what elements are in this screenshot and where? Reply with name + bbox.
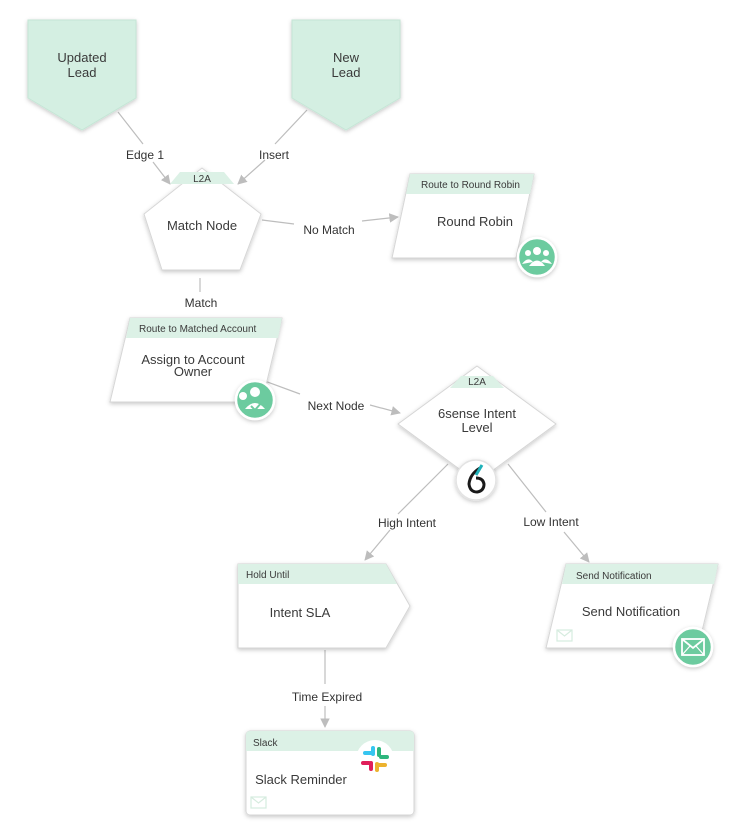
node-title: Round Robin (437, 214, 513, 229)
node-title: Slack Reminder (255, 772, 347, 787)
slack-logo-icon (356, 740, 394, 778)
node-header-bg (126, 318, 282, 338)
edge-label-insert: Insert (259, 148, 290, 162)
node-header-bg (562, 564, 718, 584)
node-title: Send Notification (582, 604, 680, 619)
account-owner-icon (234, 379, 276, 421)
node-title: Match Node (167, 218, 237, 233)
node-header-bg (450, 376, 504, 388)
trigger-title-line2: Lead (68, 65, 97, 80)
node-title-line2: Level (461, 420, 492, 435)
node-header: Route to Matched Account (139, 324, 257, 335)
edge-low-intent-a[interactable] (507, 463, 547, 513)
node-title: Intent SLA (270, 605, 331, 620)
node-header: Send Notification (576, 571, 652, 582)
node-send-notification[interactable]: Send Notification Send Notification (545, 563, 719, 668)
node-hold-until[interactable]: Hold Until Intent SLA (237, 563, 411, 649)
node-round-robin[interactable]: Route to Round Robin Round Robin (391, 173, 558, 278)
node-header-bg (170, 172, 234, 184)
trigger-shape (27, 19, 137, 131)
node-slack[interactable]: Slack Slack Reminder (245, 730, 415, 816)
node-header: Hold Until (246, 570, 289, 581)
edge-label-match: Match (185, 296, 218, 310)
edge-new-to-match-a[interactable] (274, 109, 308, 145)
edge-low-intent-b[interactable] (563, 531, 590, 563)
pentagon-shape (143, 167, 262, 271)
edge-next-node-b[interactable] (369, 404, 401, 416)
node-match[interactable]: L2A Match Node (143, 167, 262, 271)
node-header: L2A (468, 377, 486, 388)
node-title-line2: Owner (174, 364, 213, 379)
edge-label-low-intent: Low Intent (523, 515, 579, 529)
trigger-new-lead[interactable]: New Lead (291, 19, 401, 131)
edge-label-edge1: Edge 1 (126, 148, 164, 162)
trigger-updated-lead[interactable]: Updated Lead (27, 19, 137, 131)
edge-updated-to-match-a[interactable] (117, 111, 144, 145)
node-header: Slack (253, 738, 278, 749)
node-header: L2A (193, 174, 211, 185)
envelope-small-icon (556, 629, 573, 642)
edge-updated-to-match-b[interactable] (152, 161, 171, 185)
edge-label-next-node: Next Node (308, 399, 365, 413)
trigger-shape (291, 19, 401, 131)
edge-new-to-match-b[interactable] (237, 159, 266, 185)
edge-label-no-match: No Match (303, 223, 354, 237)
edge-labels: Edge 1 Insert No Match Match Next Node H… (126, 148, 579, 704)
node-intent-level[interactable]: L2A 6sense Intent Level (397, 365, 557, 501)
mail-icon (672, 626, 714, 668)
sixsense-logo-icon (455, 459, 497, 501)
node-title-line1: Assign to Account (141, 352, 245, 367)
trigger-title-line1: New (333, 50, 360, 65)
team-icon (516, 236, 558, 278)
node-header-bg (238, 564, 397, 584)
edge-no-match-a[interactable] (261, 219, 295, 225)
node-assign-owner[interactable]: Route to Matched Account Assign to Accou… (109, 317, 283, 421)
node-title-line1: 6sense Intent (438, 406, 516, 421)
edge-label-high-intent: High Intent (378, 516, 437, 530)
envelope-small-icon (250, 796, 267, 809)
edge-no-match-b[interactable] (361, 213, 399, 223)
trigger-title-line1: Updated (57, 50, 106, 65)
edge-high-intent-a[interactable] (397, 463, 449, 515)
node-header: Route to Round Robin (421, 180, 520, 191)
edges (117, 109, 590, 728)
edge-next-node-a[interactable] (261, 379, 301, 395)
trigger-title-line2: Lead (332, 65, 361, 80)
edge-high-intent-b[interactable] (364, 529, 391, 561)
node-header-bg (406, 174, 534, 194)
edge-label-time-expired: Time Expired (292, 690, 362, 704)
